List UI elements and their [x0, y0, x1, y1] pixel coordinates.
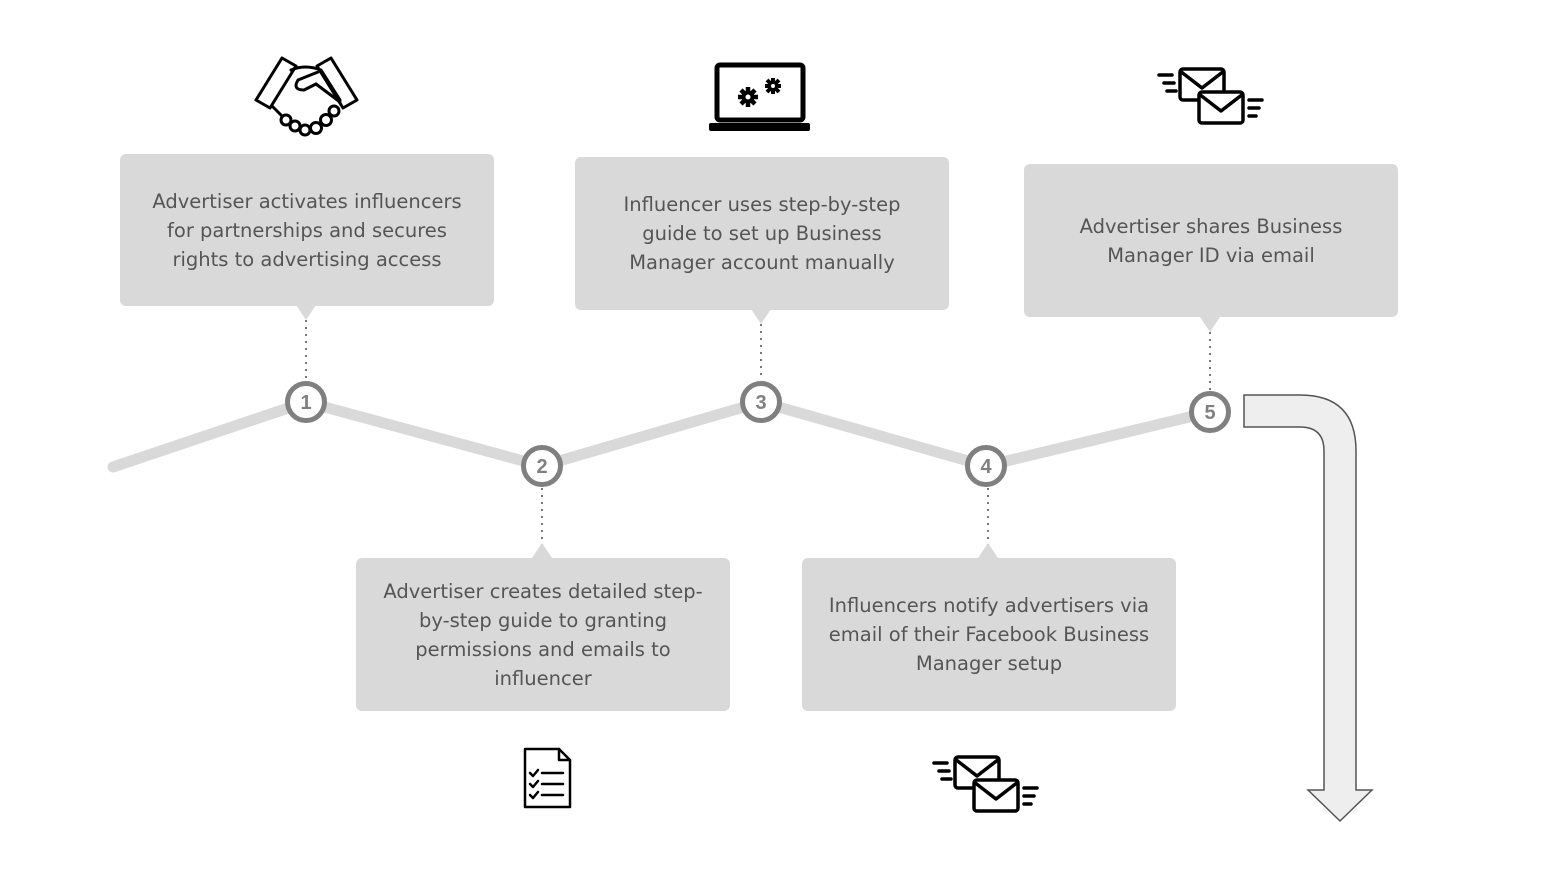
step-card-2: Advertiser creates detailed step-by-step… — [356, 558, 730, 711]
step-number-1: 1 — [300, 392, 311, 414]
step-number-2: 2 — [536, 456, 547, 478]
step-number-5: 5 — [1204, 402, 1215, 424]
step-card-4: Influencers notify advertisers via email… — [802, 558, 1176, 711]
emails-sending-icon — [1157, 67, 1264, 125]
step-node-2: 2 — [521, 445, 563, 487]
pointer-1 — [296, 305, 316, 320]
pointer-5 — [1200, 317, 1220, 332]
handshake-icon — [254, 56, 359, 137]
pointer-2 — [532, 543, 552, 558]
step-number-3: 3 — [755, 392, 766, 414]
timeline-line — [107, 396, 1216, 473]
laptop-gears-icon — [709, 62, 810, 131]
bent-down-arrow — [1243, 394, 1374, 823]
step-node-4: 4 — [965, 445, 1007, 487]
step-card-3: Influencer uses step-by-step guide to se… — [575, 157, 949, 310]
connectors — [305, 320, 1211, 546]
step-node-3: 3 — [740, 381, 782, 423]
card-pointers — [296, 305, 1220, 558]
step-text-2: Advertiser creates detailed step-by-step… — [383, 579, 703, 690]
step-node-1: 1 — [285, 381, 327, 423]
step-text-1: Advertiser activates influencers for par… — [152, 189, 462, 271]
step-text-5: Advertiser shares Business Manager ID vi… — [1079, 214, 1343, 267]
pointer-4 — [978, 543, 998, 558]
step-card-1: Advertiser activates influencers for par… — [120, 154, 494, 306]
checklist-document-icon — [523, 747, 572, 809]
step-text-4: Influencers notify advertisers via email… — [828, 594, 1150, 675]
step-number-4: 4 — [980, 456, 992, 478]
step-card-5: Advertiser shares Business Manager ID vi… — [1024, 164, 1398, 317]
emails-sending-icon — [932, 755, 1039, 813]
step-text-3: Influencer uses step-by-step guide to se… — [623, 193, 901, 274]
step-node-5: 5 — [1189, 391, 1231, 433]
pointer-3 — [751, 309, 771, 324]
